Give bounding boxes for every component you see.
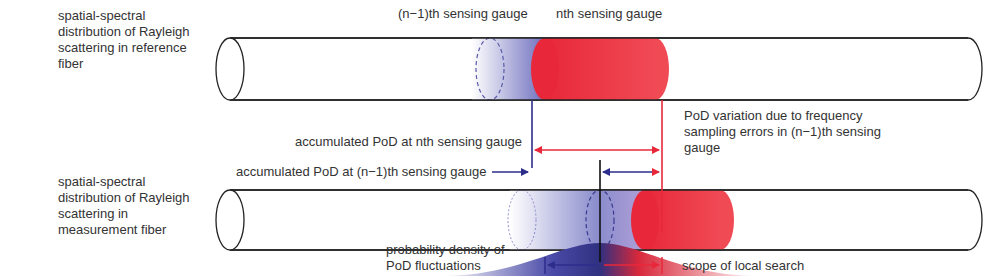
scope-arrow bbox=[604, 264, 659, 266]
gauge-label: nth sensing gauge bbox=[556, 6, 662, 22]
variation-arrow bbox=[535, 149, 659, 151]
nth-pod-line bbox=[531, 100, 533, 168]
fiber-caption: spatial-spectral distribution of Rayleig… bbox=[58, 8, 208, 72]
pod-label: accumulated PoD at (n−1)th sensing gauge bbox=[236, 164, 486, 180]
gauge-label: (n−1)th sensing gauge bbox=[398, 6, 528, 22]
scope-arrow bbox=[548, 264, 596, 266]
offset-arrow bbox=[603, 171, 659, 173]
variation-line bbox=[661, 100, 663, 232]
pod-label: accumulated PoD at nth sensing gauge bbox=[250, 134, 522, 150]
scope-label: scope of local search bbox=[682, 258, 804, 274]
pod-label: PoD variation due to frequency sampling … bbox=[684, 108, 884, 156]
scope-tick bbox=[544, 257, 546, 274]
curve-label: probability density of PoD fluctuations bbox=[386, 242, 531, 274]
measurement-fiber bbox=[216, 190, 982, 250]
accumulated-arrow bbox=[492, 171, 528, 173]
center-line bbox=[599, 160, 601, 262]
fiber-caption: spatial-spectral distribution of Rayleig… bbox=[58, 174, 208, 238]
reference-fiber bbox=[216, 38, 982, 100]
scope-tick bbox=[661, 257, 663, 274]
